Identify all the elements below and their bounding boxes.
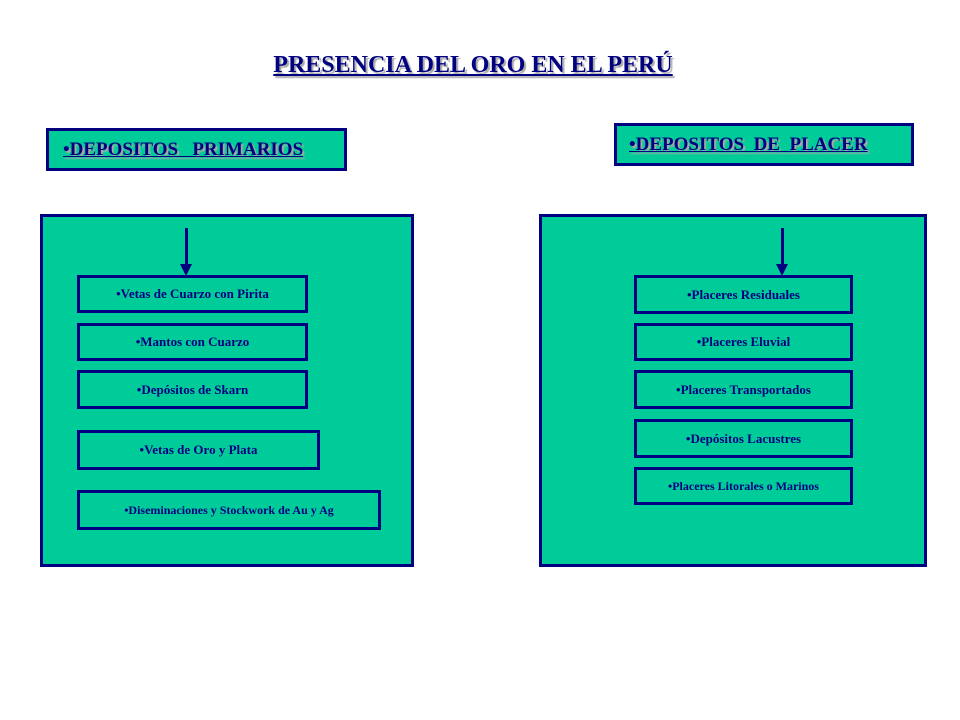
primarios-item-vetas-oro-plata: •Vetas de Oro y Plata	[77, 430, 320, 470]
diagram-title: PRESENCIA DEL ORO EN EL PERÚ	[273, 52, 673, 78]
primarios-item-vetas-cuarzo: •Vetas de Cuarzo con Pirita	[77, 275, 308, 313]
placer-item-residuales: •Placeres Residuales	[634, 275, 853, 314]
placer-item-transportados: •Placeres Transportados	[634, 370, 853, 409]
placer-item-lacustres: •Depósitos Lacustres	[634, 419, 853, 458]
placer-header: •DEPOSITOS DE PLACER	[614, 123, 914, 166]
primarios-item-diseminaciones: •Diseminaciones y Stockwork de Au y Ag	[77, 490, 381, 530]
placer-header-label: •DEPOSITOS DE PLACER	[629, 133, 868, 155]
primarios-item-skarn: •Depósitos de Skarn	[77, 370, 308, 409]
primarios-header: •DEPOSITOS PRIMARIOS	[46, 128, 347, 171]
placer-item-litorales: •Placeres Litorales o Marinos	[634, 467, 853, 505]
placer-item-eluvial: •Placeres Eluvial	[634, 323, 853, 361]
primarios-header-label: •DEPOSITOS PRIMARIOS	[63, 138, 304, 160]
primarios-item-mantos: •Mantos con Cuarzo	[77, 323, 308, 361]
